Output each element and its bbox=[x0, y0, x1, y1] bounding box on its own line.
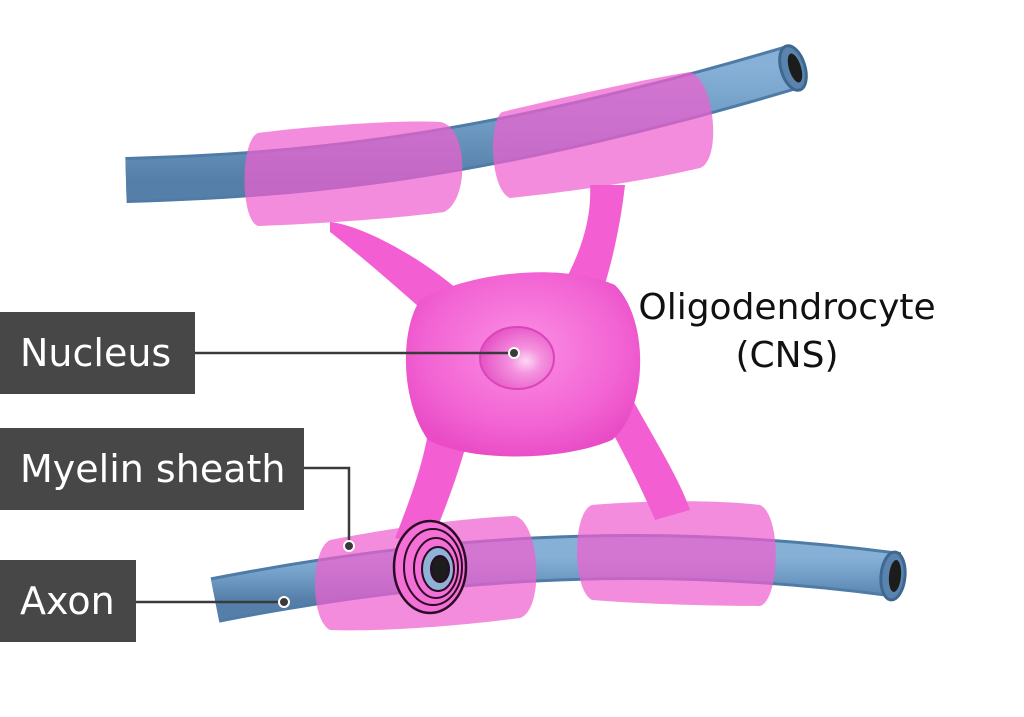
cell-type-title: Oligodendrocyte bbox=[638, 287, 936, 328]
myelin-segment-2 bbox=[492, 72, 714, 198]
myelin-segment-4 bbox=[577, 501, 776, 606]
myelin-leader-line bbox=[304, 466, 351, 546]
myelin-pointer-dot bbox=[343, 540, 355, 552]
nucleus-label-box: Nucleus bbox=[0, 312, 195, 394]
nucleus-pointer-dot bbox=[508, 347, 520, 359]
axon-label-box: Axon bbox=[0, 560, 136, 642]
myelin-sheath-label-box: Myelin sheath bbox=[0, 428, 304, 510]
myelin-wrap-spiral bbox=[392, 519, 468, 615]
myelin-segment-1 bbox=[244, 121, 463, 226]
nucleus-label: Nucleus bbox=[20, 331, 172, 375]
bottom-axon bbox=[210, 533, 907, 623]
leader-lines bbox=[136, 351, 514, 604]
leader-dots bbox=[278, 347, 520, 608]
cell-location-subtitle: (CNS) bbox=[735, 335, 839, 376]
axon-label: Axon bbox=[20, 579, 115, 623]
axon-pointer-dot bbox=[278, 596, 290, 608]
myelin-sheath-label: Myelin sheath bbox=[20, 447, 286, 491]
